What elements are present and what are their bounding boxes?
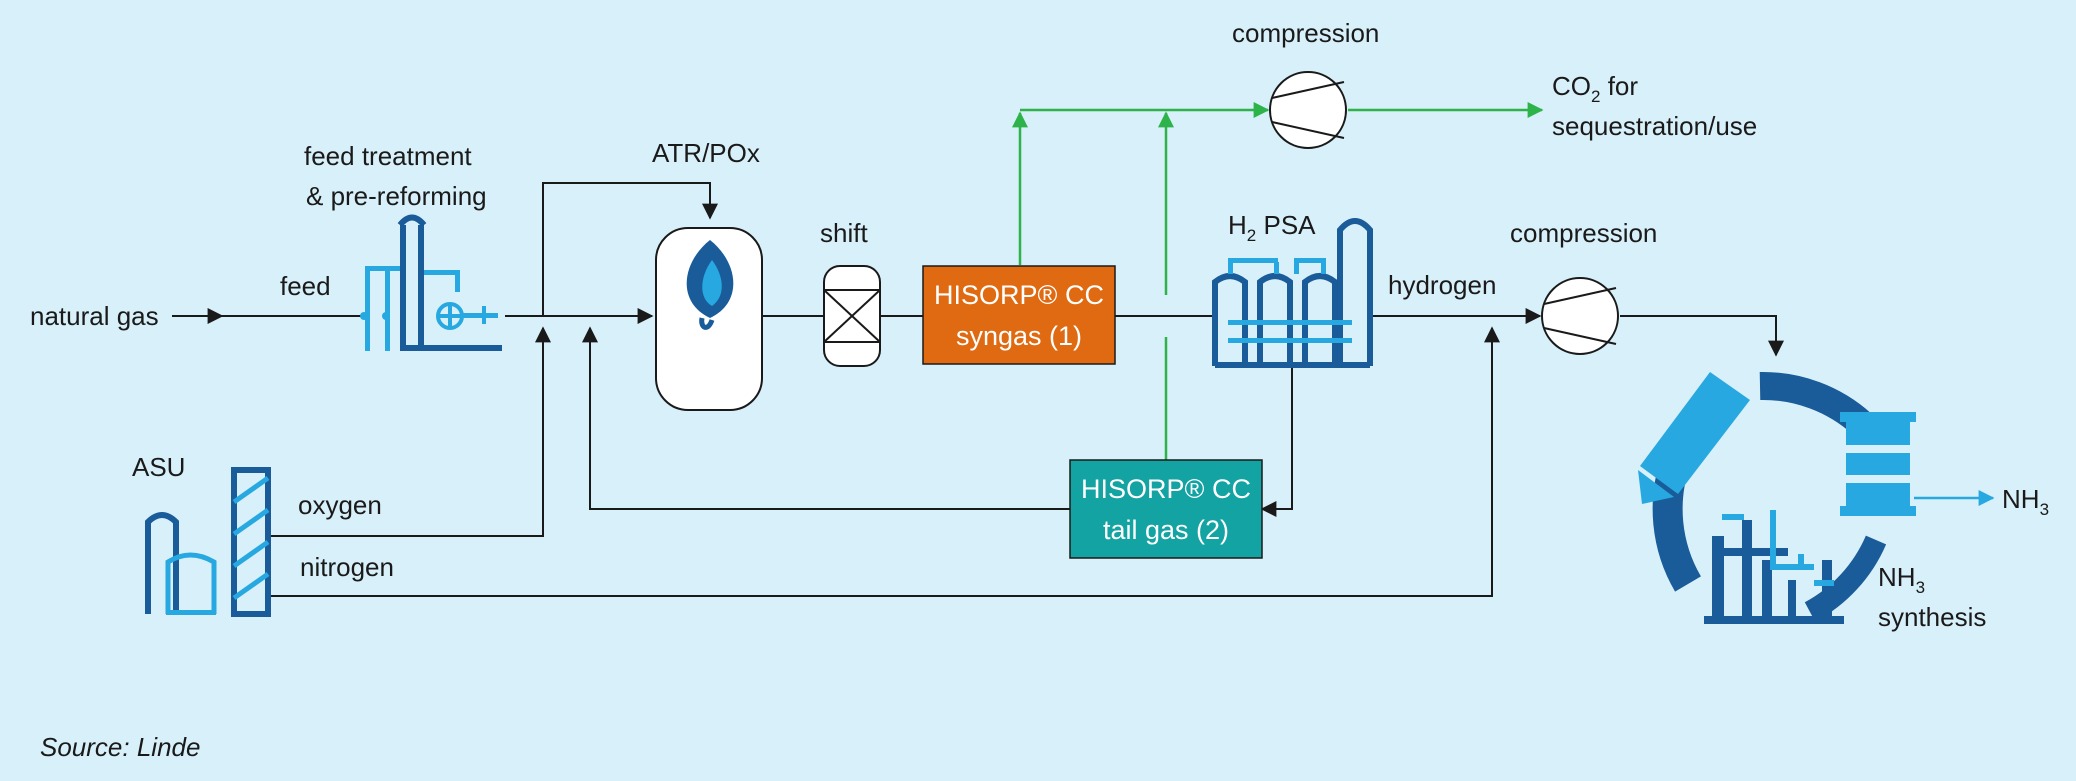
- h2-psa-label: H2 PSA: [1228, 210, 1316, 245]
- asu-label: ASU: [132, 452, 185, 482]
- tailgas-recycle-line: [582, 326, 1070, 510]
- hisorp-tailgas-box: HISORP® CC tail gas (2): [1069, 459, 1263, 559]
- feed-treatment-label: feed treatment: [304, 141, 472, 171]
- nh3-product-label: NH3: [2002, 484, 2049, 519]
- compression-right-label: compression: [1510, 218, 1657, 248]
- compressor-icon: [1541, 277, 1619, 355]
- compression-top-label: compression: [1232, 18, 1379, 48]
- nitrogen-line: [268, 326, 1500, 597]
- psa-to-tailgas-line: [1260, 368, 1293, 517]
- nh3-synthesis-label: NH3: [1878, 562, 1925, 597]
- asu-plant-icon: [145, 467, 271, 617]
- hydrogen-label: hydrogen: [1388, 270, 1496, 300]
- flow-lines: [172, 102, 1995, 597]
- synthesis-label: synthesis: [1878, 602, 1986, 632]
- feed-treatment-column-icon: [360, 214, 502, 351]
- labels: natural gas feed feed treatment & pre-re…: [30, 18, 2049, 762]
- atr-reactor-flame-icon: [655, 227, 763, 411]
- natural-gas-label: natural gas: [30, 301, 159, 331]
- feed-label: feed: [280, 271, 331, 301]
- ammonia-synthesis-loop-icon: [1638, 371, 1916, 624]
- atr-pox-label: ATR/POx: [652, 138, 760, 168]
- nitrogen-label: nitrogen: [300, 552, 394, 582]
- hisorp-syngas-box: HISORP® CC syngas (1): [922, 265, 1116, 365]
- hisorp-syngas-line1: HISORP® CC: [934, 280, 1104, 310]
- hydrogen-to-synthesis-line: [1620, 315, 1784, 357]
- psa-unit-icon: [1212, 218, 1373, 368]
- hisorp-syngas-line2: syngas (1): [956, 321, 1082, 351]
- shift-reactor-icon: [823, 265, 881, 367]
- compressor-icon: [1269, 71, 1347, 149]
- bypass-to-reactor-line: [542, 182, 718, 316]
- source-caption: Source: Linde: [40, 732, 200, 762]
- hisorp-tailgas-line2: tail gas (2): [1103, 515, 1229, 545]
- hisorp-tailgas-line1: HISORP® CC: [1081, 474, 1251, 504]
- co2-label: CO2 for: [1552, 71, 1638, 106]
- pre-reforming-label: & pre-reforming: [306, 181, 487, 211]
- shift-label: shift: [820, 218, 868, 248]
- oxygen-label: oxygen: [298, 490, 382, 520]
- oxygen-line: [268, 326, 551, 537]
- sequestration-label: sequestration/use: [1552, 111, 1757, 141]
